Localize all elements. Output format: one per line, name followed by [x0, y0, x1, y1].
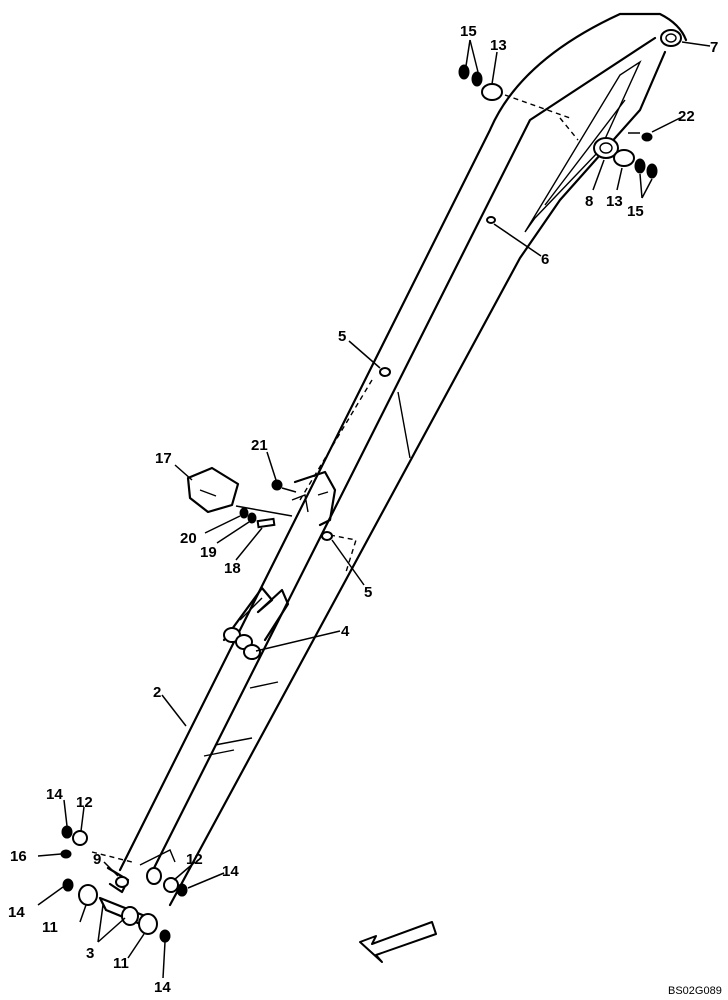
callout-3: 3 [86, 945, 94, 962]
callout-14-bottom: 14 [154, 979, 171, 996]
plug-5-upper [379, 367, 391, 377]
bolt-18 [256, 517, 276, 529]
seal-14-left [62, 878, 74, 892]
callout-11-right: 11 [113, 955, 129, 972]
callout-2: 2 [153, 684, 161, 701]
shim-15-right [634, 158, 658, 179]
callout-13-right: 13 [606, 193, 623, 210]
callout-4: 4 [341, 623, 350, 640]
direction-arrow-icon [359, 921, 437, 963]
bushing-13-right [613, 149, 635, 167]
callout-5-lower: 5 [364, 584, 372, 601]
top-pivot-boss [660, 29, 682, 47]
seal-14-bottom [159, 929, 171, 943]
callout-9: 9 [93, 851, 101, 868]
bolt-21 [271, 479, 297, 493]
pin-16 [60, 849, 72, 859]
callout-15-right: 15 [627, 203, 644, 220]
cover-plate-17 [186, 466, 240, 514]
washer-20 [239, 507, 249, 519]
callout-14-left: 14 [8, 904, 25, 921]
callout-12-right: 12 [186, 851, 203, 868]
washer-19 [247, 512, 257, 524]
callout-22: 22 [678, 108, 695, 125]
bucket-pivot-boss [98, 866, 152, 930]
callout-16: 16 [10, 848, 27, 865]
clamp-bracket-4 [222, 586, 290, 660]
callout-12-left: 12 [76, 794, 93, 811]
shim-15-left [458, 64, 483, 87]
callout-13-top-left: 13 [490, 37, 507, 54]
bushing-12-right [163, 877, 179, 893]
bracket-assembly [291, 470, 337, 527]
grease-fitting-22 [628, 132, 653, 142]
callout-14-upper-left: 14 [46, 786, 63, 803]
callout-15-top-left: 15 [460, 23, 477, 40]
callout-17: 17 [155, 450, 172, 467]
drawing-code: BS02G089 [668, 985, 722, 997]
plug-5-lower [321, 531, 333, 541]
bushing-11-right [138, 913, 158, 935]
bushing-12-left [72, 830, 88, 846]
callout-7: 7 [710, 39, 718, 56]
callout-5-upper: 5 [338, 328, 346, 345]
callout-8: 8 [585, 193, 593, 210]
callout-11-left: 11 [42, 919, 58, 936]
callout-6: 6 [541, 251, 549, 268]
leader-lines [37, 39, 711, 979]
plug-6 [486, 216, 496, 224]
callout-20: 20 [180, 530, 197, 547]
arm-body [91, 12, 688, 907]
callout-labels: 15 13 7 22 8 13 15 6 5 21 17 20 19 18 5 … [8, 23, 718, 996]
bushing-11-left [78, 884, 98, 906]
seal-14-upper-left [61, 825, 73, 839]
callout-18: 18 [224, 560, 241, 577]
link-pivot-boss [139, 849, 176, 885]
callout-19: 19 [200, 544, 217, 561]
cylinder-pivot-boss [593, 137, 619, 159]
bushing-13-left [481, 83, 503, 101]
callout-21: 21 [251, 437, 268, 454]
seal-14-right [176, 883, 188, 897]
callout-14-right: 14 [222, 863, 239, 880]
